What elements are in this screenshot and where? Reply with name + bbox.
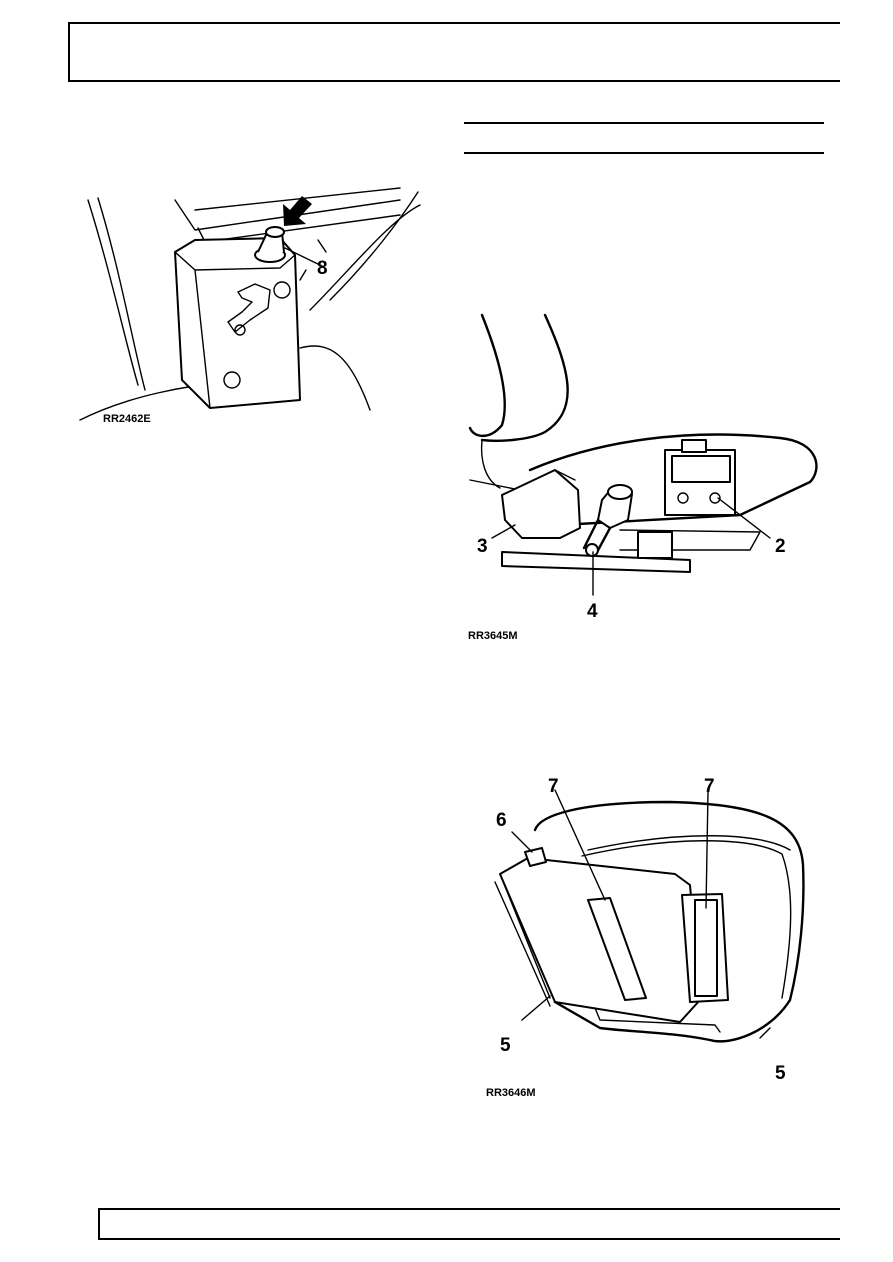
callout-7-right: 7 — [704, 776, 715, 797]
callout-6: 6 — [496, 810, 507, 831]
page-footer-box — [98, 1208, 840, 1240]
figure-id-rr3646m: RR3646M — [486, 1087, 536, 1099]
callout-8: 8 — [317, 258, 328, 279]
figure-id-rr3645m: RR3645M — [468, 630, 518, 642]
section-rule-bottom — [464, 152, 824, 154]
callout-2: 2 — [775, 536, 786, 557]
page-header-box — [68, 22, 840, 82]
callout-5-left: 5 — [500, 1035, 511, 1056]
figure-rr2462e: 8 RR2462E — [79, 187, 421, 425]
figure-rr3646m: 7 7 6 5 5 RR3646M — [486, 776, 805, 1099]
callout-5-right: 5 — [775, 1063, 786, 1084]
figure-rr3645m: 2 3 4 RR3645M — [468, 313, 818, 642]
callout-7-left: 7 — [548, 776, 559, 797]
callout-3: 3 — [477, 536, 488, 557]
section-rule-top — [464, 122, 824, 124]
callout-4: 4 — [587, 601, 598, 622]
figure-id-rr2462e: RR2462E — [103, 413, 151, 425]
